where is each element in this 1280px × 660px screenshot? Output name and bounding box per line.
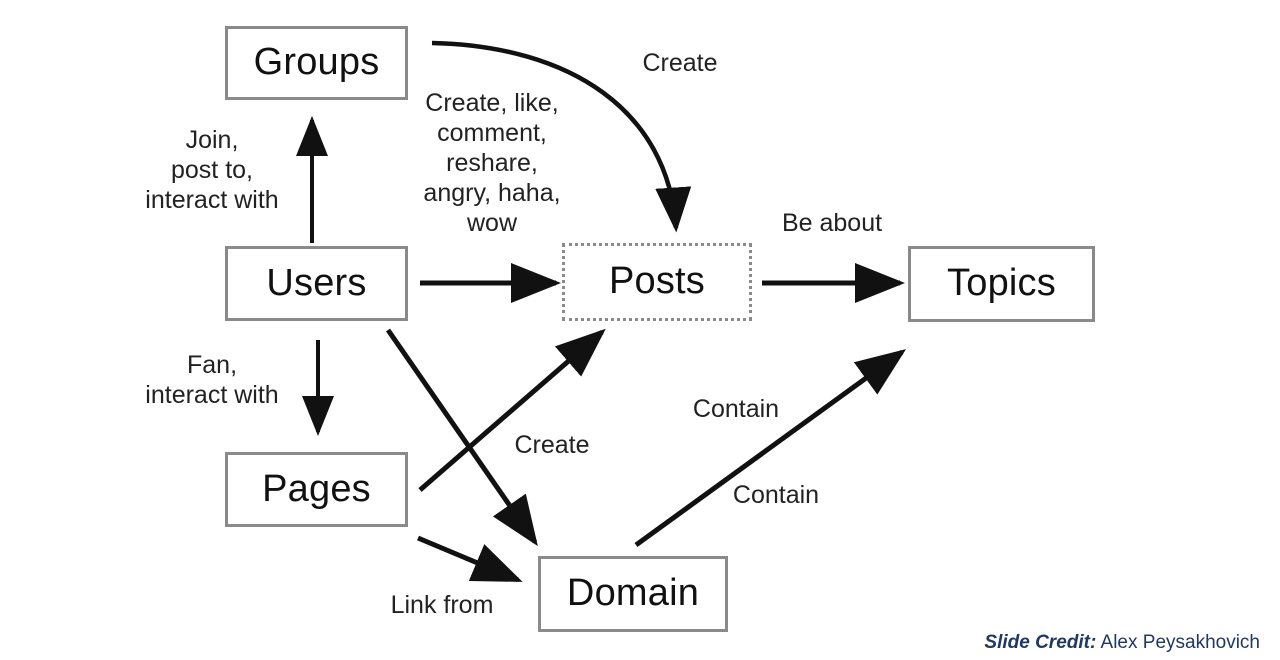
node-domain[interactable]: Domain [538, 556, 728, 632]
node-pages-label: Pages [262, 467, 371, 510]
node-groups[interactable]: Groups [225, 26, 408, 100]
slide-credit-name: Alex Peysakhovich [1100, 632, 1260, 653]
slide-credit: Slide Credit: Alex Peysakhovich [984, 632, 1260, 654]
node-groups-label: Groups [253, 41, 380, 83]
edge-label-link-from: Link from [390, 591, 494, 619]
node-topics[interactable]: Topics [908, 246, 1095, 322]
node-topics-label: Topics [947, 262, 1056, 304]
edge-label-contain-upper: Contain [692, 395, 780, 423]
node-users[interactable]: Users [225, 246, 408, 321]
edge-domain-to-topics [634, 349, 907, 548]
edge-label-create-like-comment: Create, like, comment, reshare, angry, h… [423, 89, 561, 237]
node-posts-label: Posts [608, 260, 706, 302]
edge-pages-to-posts [418, 328, 606, 492]
edge-label-create-pages-posts: Create [514, 431, 590, 459]
edge-label-join-post-interact: Join, post to, interact with [145, 126, 279, 214]
edge-label-be-about: Be about [781, 209, 883, 237]
node-posts[interactable]: Posts [562, 243, 752, 321]
edge-pages-to-domain [417, 535, 523, 583]
node-domain-label: Domain [566, 572, 700, 614]
edge-label-create-groups-posts: Create [642, 49, 718, 77]
slide-credit-prefix: Slide Credit: [984, 632, 1097, 653]
node-pages[interactable]: Pages [225, 452, 408, 527]
node-users-label: Users [266, 261, 367, 304]
edge-label-contain-lower: Contain [732, 481, 820, 509]
edge-label-fan-interact: Fan, interact with [145, 351, 279, 409]
